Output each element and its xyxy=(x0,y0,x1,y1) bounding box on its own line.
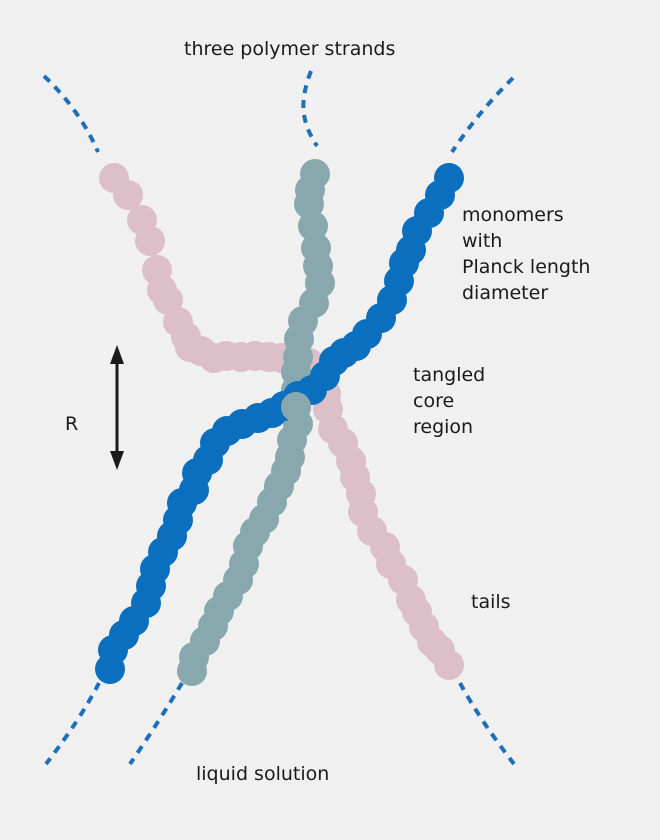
monomers-label-line: monomers xyxy=(462,202,590,228)
core-label-line: region xyxy=(413,414,485,440)
monomers-label: monomers with Planck length diameter xyxy=(462,202,590,306)
monomer-bead xyxy=(281,392,311,422)
dash-continuation xyxy=(46,683,99,764)
monomers-label-line: with xyxy=(462,228,590,254)
monomer-bead xyxy=(177,656,207,686)
core-label-line: tangled xyxy=(413,362,485,388)
dash-continuation xyxy=(303,71,317,146)
radius-label: R xyxy=(65,411,78,437)
dash-continuation xyxy=(130,683,182,764)
monomers-label-line: diameter xyxy=(462,280,590,306)
dash-continuation xyxy=(452,78,513,152)
bottom-label: liquid solution xyxy=(196,761,329,787)
monomer-bead xyxy=(135,226,165,256)
top-label: three polymer strands xyxy=(184,36,395,62)
radius-arrow-head-down xyxy=(110,451,124,470)
dash-continuation xyxy=(460,683,514,764)
monomers-label-line: Planck length xyxy=(462,254,590,280)
tails-label: tails xyxy=(471,589,511,615)
dash-continuation xyxy=(44,76,98,152)
radius-arrow-head-up xyxy=(110,345,124,364)
radius-arrow xyxy=(110,345,124,470)
core-label-line: core xyxy=(413,388,485,414)
monomer-bead xyxy=(95,654,125,684)
core-label: tangled core region xyxy=(413,362,485,440)
monomer-bead xyxy=(434,650,464,680)
